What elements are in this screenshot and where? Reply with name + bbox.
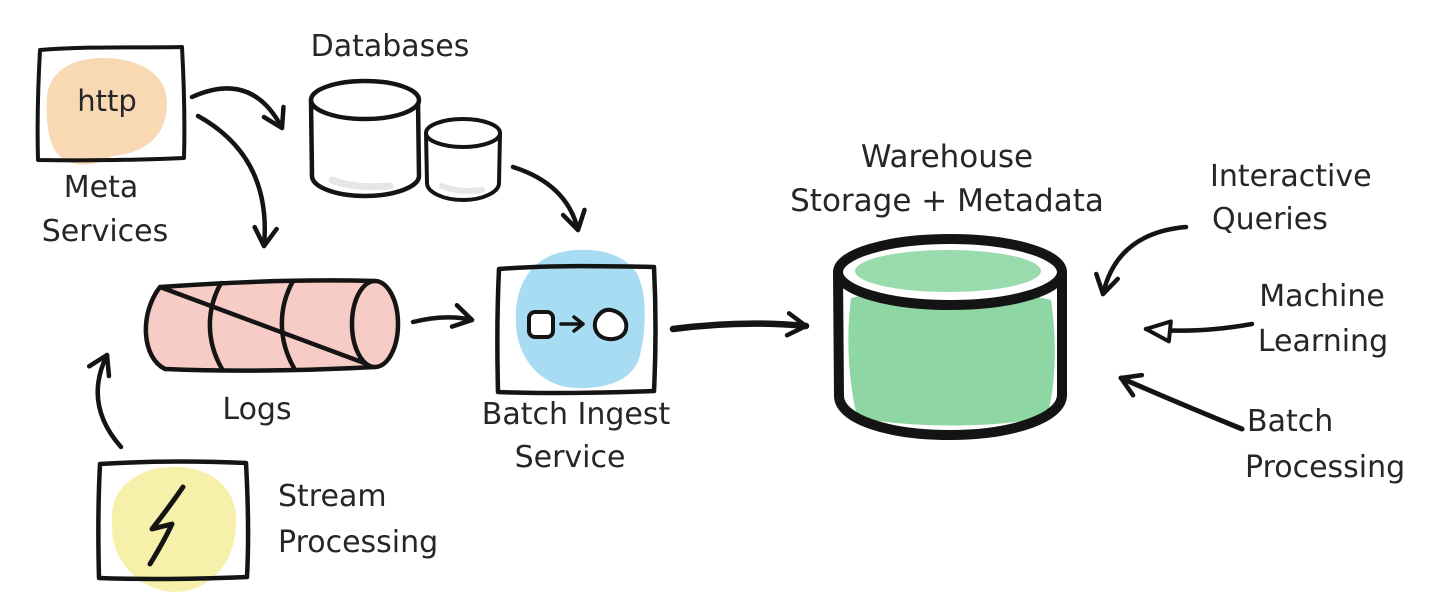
arrow-stream-to-logs [86, 352, 124, 450]
meta-services-label-line2: Services [42, 214, 169, 249]
stream-box-border [96, 459, 251, 582]
db-large-top-border [308, 78, 422, 122]
interactive-queries-label-line1: Interactive [1210, 159, 1372, 194]
transform-arrow-head [572, 315, 585, 333]
node-stream-processing: Stream Processing [96, 459, 438, 592]
logs-pipe-divider-1 [207, 280, 225, 372]
interactive-queries-label-line2: Queries [1212, 202, 1328, 237]
db-small-shading [439, 183, 485, 194]
batch-processing-label-line1: Batch [1247, 404, 1333, 439]
db-small-body-border [424, 131, 502, 202]
meta-services-label-line1: Meta [64, 170, 139, 205]
ingest-box-border [495, 263, 658, 396]
warehouse-label-line1: Warehouse [861, 139, 1033, 175]
http-label: http [77, 84, 137, 118]
batch-ingest-label-line2: Service [515, 440, 626, 475]
database-cylinder-large-icon [308, 78, 422, 199]
machine-learning-label-line2: Learning [1258, 324, 1388, 359]
stream-highlight-blob [111, 466, 237, 592]
logs-pipe-divider-2 [279, 278, 297, 371]
arrow-interactive-to-warehouse [1094, 224, 1189, 297]
node-databases: Databases [308, 29, 502, 202]
node-batch-processing: Batch Processing [1245, 404, 1405, 485]
meta-highlight-blob [46, 57, 168, 165]
lightning-bolt-icon [147, 484, 186, 567]
stream-processing-label-line1: Stream [278, 479, 387, 514]
node-warehouse: Warehouse Storage + Metadata [790, 139, 1104, 440]
db-large-top [311, 81, 419, 119]
logs-pipe-end [352, 281, 398, 367]
stream-processing-label-line2: Processing [278, 525, 438, 560]
warehouse-top-border [833, 234, 1067, 310]
node-interactive-queries: Interactive Queries [1210, 159, 1372, 237]
logs-pipe-body-border [143, 278, 378, 373]
db-small-body [426, 133, 500, 200]
db-large-body [311, 100, 419, 196]
ingest-highlight-blob [515, 249, 645, 389]
arrow-meta-to-databases [189, 86, 286, 131]
db-small-top [426, 119, 500, 147]
db-large-shading [328, 176, 394, 191]
db-small-top-border [424, 117, 502, 149]
transform-square-shape [527, 310, 555, 339]
arrow-batch-to-warehouse [1118, 372, 1245, 432]
node-batch-ingest: Batch Ingest Service [482, 249, 671, 475]
database-cylinder-small-icon [424, 117, 502, 202]
warehouse-top-green [855, 250, 1041, 292]
arrows [86, 86, 1255, 450]
databases-label: Databases [311, 29, 470, 64]
db-large-body-border [308, 97, 422, 199]
transform-circle-shape [592, 307, 629, 342]
arrow-ingest-to-warehouse [669, 311, 810, 338]
arrow-meta-to-logs [195, 113, 279, 249]
warehouse-label-line2: Storage + Metadata [790, 183, 1104, 219]
meta-box-border [35, 45, 187, 163]
batch-processing-label-line2: Processing [1245, 450, 1405, 485]
warehouse-body-border [833, 267, 1067, 440]
node-machine-learning: Machine Learning [1258, 279, 1388, 359]
node-meta-services: http Meta Services [35, 45, 187, 249]
arrow-databases-to-ingest [510, 164, 587, 233]
transform-icon [527, 307, 629, 342]
arrow-ml-to-warehouse [1143, 319, 1255, 344]
logs-pipe-end-border [349, 278, 401, 370]
batch-ingest-label-line1: Batch Ingest [482, 397, 671, 432]
arrow-logs-to-ingest [410, 302, 475, 329]
warehouse-green-fill [848, 290, 1055, 426]
node-logs: Logs [143, 278, 401, 427]
machine-learning-label-line1: Machine [1259, 279, 1385, 314]
logs-label: Logs [222, 392, 291, 427]
